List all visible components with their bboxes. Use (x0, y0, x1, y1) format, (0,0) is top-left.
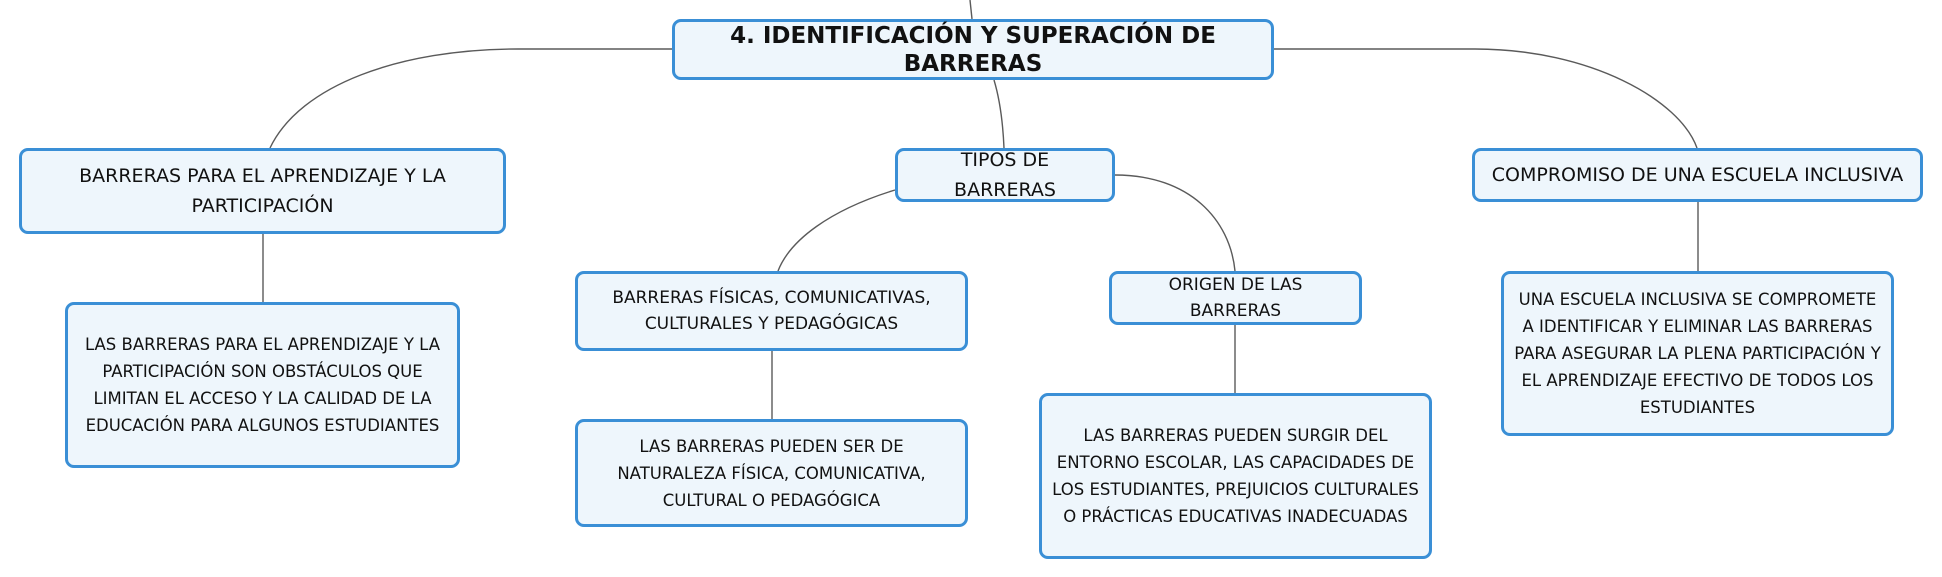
node-origen-barreras[interactable]: ORIGEN DE LAS BARRERAS (1109, 271, 1362, 325)
node-barreras-fisicas-description[interactable]: LAS BARRERAS PUEDEN SER DE NATURALEZA FÍ… (575, 419, 968, 527)
root-node[interactable]: 4. IDENTIFICACIÓN Y SUPERACIÓN DE BARRER… (672, 19, 1274, 80)
node-origen-barreras-description-text: LAS BARRERAS PUEDEN SURGIR DEL ENTORNO E… (1052, 426, 1419, 526)
node-compromiso-escuela[interactable]: COMPROMISO DE UNA ESCUELA INCLUSIVA (1472, 148, 1923, 202)
node-compromiso-escuela-label: COMPROMISO DE UNA ESCUELA INCLUSIVA (1491, 164, 1904, 186)
node-compromiso-escuela-description-text: UNA ESCUELA INCLUSIVA SE COMPROMETE A ID… (1514, 290, 1881, 417)
node-tipos-barreras-label: TIPOS DE BARRERAS (954, 149, 1056, 201)
node-barreras-fisicas-label: BARRERAS FÍSICAS, COMUNICATIVAS, CULTURA… (612, 288, 931, 334)
connector-parent-edge (969, 0, 973, 20)
node-compromiso-escuela-description[interactable]: UNA ESCUELA INCLUSIVA SE COMPROMETE A ID… (1501, 271, 1894, 436)
node-barreras-aprendizaje-description[interactable]: LAS BARRERAS PARA EL APRENDIZAJE Y LA PA… (65, 302, 460, 468)
connector-root-to-barreras (269, 48, 672, 149)
node-origen-barreras-label: ORIGEN DE LAS BARRERAS (1168, 275, 1303, 321)
node-barreras-fisicas[interactable]: BARRERAS FÍSICAS, COMUNICATIVAS, CULTURA… (575, 271, 968, 351)
connector-root-to-tipos (993, 79, 1005, 149)
node-barreras-aprendizaje-description-text: LAS BARRERAS PARA EL APRENDIZAJE Y LA PA… (84, 335, 441, 435)
node-tipos-barreras[interactable]: TIPOS DE BARRERAS (895, 148, 1115, 202)
connector-tipos-to-fisicas (777, 189, 896, 272)
connector-tipos-to-origen (1114, 174, 1236, 272)
node-origen-barreras-description[interactable]: LAS BARRERAS PUEDEN SURGIR DEL ENTORNO E… (1039, 393, 1432, 559)
root-node-label: 4. IDENTIFICACIÓN Y SUPERACIÓN DE BARRER… (730, 22, 1216, 77)
connector-root-to-compromiso (1274, 48, 1698, 149)
node-barreras-aprendizaje-label: BARRERAS PARA EL APRENDIZAJE Y LA PARTIC… (79, 165, 446, 217)
node-barreras-fisicas-description-text: LAS BARRERAS PUEDEN SER DE NATURALEZA FÍ… (617, 436, 926, 510)
node-barreras-aprendizaje[interactable]: BARRERAS PARA EL APRENDIZAJE Y LA PARTIC… (19, 148, 506, 234)
